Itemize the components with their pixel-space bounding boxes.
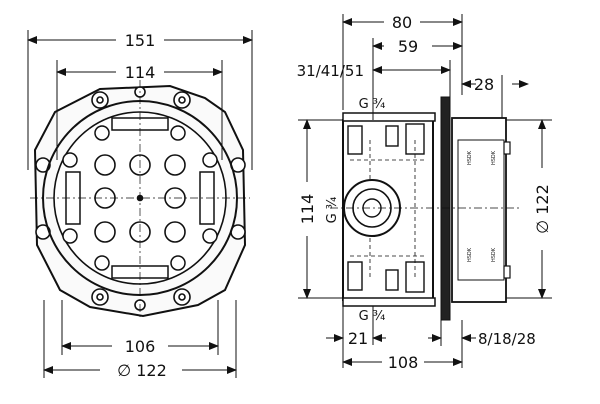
front-view: 151 114 106 ∅ 122 xyxy=(27,30,253,380)
module-marks: HSDK HSDK HSDK HSDK xyxy=(467,150,497,262)
module-inner xyxy=(457,139,505,281)
inner-width-label: 106 xyxy=(125,337,156,356)
plaster-options-label: 31/41/51 xyxy=(297,62,364,80)
height-label: 114 xyxy=(298,194,317,225)
dim-overall-width: 151 xyxy=(27,31,253,50)
mount-width-label: 114 xyxy=(125,63,156,82)
side-extension-lines xyxy=(298,14,552,368)
dim-mount-width: 114 xyxy=(56,63,223,82)
dim-total: 108 xyxy=(342,353,463,372)
module-mark: HSDK xyxy=(491,247,497,262)
thread-side-label: G ¾ xyxy=(325,196,340,223)
extension-options-label: 8/18/28 xyxy=(478,330,536,348)
side-port xyxy=(343,179,401,237)
dim-depth: 59 xyxy=(372,37,463,56)
dim-side-diameter: ∅ 122 xyxy=(533,119,552,299)
dim-body-width: 80 xyxy=(342,13,463,32)
side-view: HSDK HSDK HSDK HSDK 80 xyxy=(297,13,552,372)
plate-label: 28 xyxy=(474,75,494,94)
body-width-label: 80 xyxy=(392,13,412,32)
ring-screws xyxy=(62,125,218,271)
depth-label: 59 xyxy=(398,37,418,56)
dim-height: 114 xyxy=(298,119,317,299)
module-mark: HSDK xyxy=(467,247,473,262)
thread-bottom-label: G ¾ xyxy=(359,309,386,324)
dim-extension: 8/18/28 xyxy=(428,330,536,348)
dim-inner-width: 106 xyxy=(61,337,219,356)
module-nubs xyxy=(503,141,511,279)
thread-top-label: G ¾ xyxy=(359,97,386,112)
total-label: 108 xyxy=(388,353,419,372)
dim-offset: 21 xyxy=(326,329,386,348)
module-mark: HSDK xyxy=(491,150,497,165)
dim-plaster-depth: 31/41/51 xyxy=(297,62,451,80)
cover-plate xyxy=(440,96,451,321)
bottom-lip xyxy=(342,297,436,307)
module-mark: HSDK xyxy=(467,150,473,165)
dim-plate: 28 xyxy=(461,75,529,94)
offset-label: 21 xyxy=(348,329,368,348)
overall-width-label: 151 xyxy=(125,31,156,50)
front-diameter-label: ∅ 122 xyxy=(117,361,167,380)
top-lip xyxy=(342,112,436,122)
clip-tabs xyxy=(347,123,425,293)
dim-front-diameter: ∅ 122 xyxy=(43,361,237,380)
side-diameter-label: ∅ 122 xyxy=(533,184,552,234)
